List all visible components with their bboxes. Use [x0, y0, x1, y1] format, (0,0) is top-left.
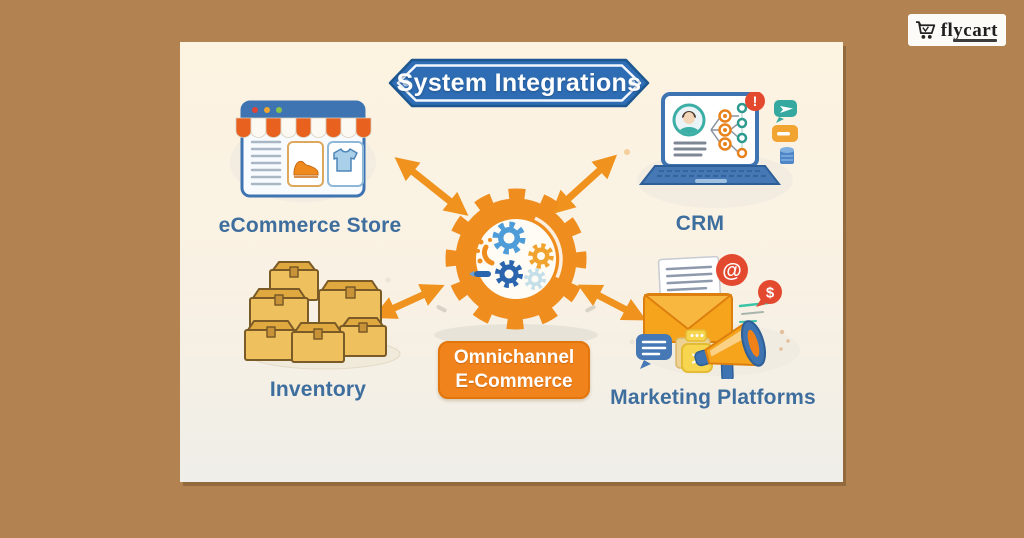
shopping-cart-icon	[915, 21, 936, 39]
omnichannel-label: Omnichannel E-Commerce	[438, 341, 590, 399]
ecommerce-store-node	[228, 98, 378, 208]
gears-icon	[434, 188, 598, 346]
ecommerce-store-label: eCommerce Store	[218, 214, 402, 237]
inner-gear-orange	[528, 243, 554, 269]
omnichannel-label-line2: E-Commerce	[455, 371, 573, 392]
banner-ribbon-shape	[388, 58, 650, 108]
email-megaphone-icon: @ $ >	[636, 254, 800, 383]
inner-gear-blue	[492, 221, 526, 255]
at-glyph: @	[722, 260, 742, 282]
chat-bubble-icon	[774, 100, 797, 123]
central-gear	[426, 169, 606, 349]
inventory-node	[242, 260, 407, 372]
crm-label: CRM	[675, 212, 725, 235]
marketing-node: @ $ >	[630, 254, 800, 383]
megaphone-icon	[694, 320, 767, 383]
database-icon	[780, 147, 794, 164]
crm-node: !	[635, 91, 800, 212]
marketing-label: Marketing Platforms	[610, 386, 816, 409]
banner-left-dot	[402, 79, 410, 87]
pencil-icon	[469, 271, 491, 277]
speech-bubble-icon	[636, 334, 672, 369]
inner-gear-darkblue	[495, 260, 523, 288]
dollar-glyph: $	[766, 285, 775, 302]
envelope-icon	[643, 293, 733, 343]
stacked-boxes-icon	[244, 261, 401, 370]
crm-flowchart	[710, 102, 748, 159]
alert-glyph: !	[753, 93, 758, 109]
omnichannel-label-line1: Omnichannel	[453, 347, 575, 369]
flycart-logo: flycart	[908, 14, 1006, 46]
page-title: System Integrations	[396, 68, 642, 97]
decor-dot	[624, 149, 630, 155]
message-bubble-icon	[772, 125, 798, 142]
alert-badge-icon	[745, 91, 765, 111]
store-awning	[235, 117, 372, 138]
inner-gear-paleblue	[524, 268, 546, 290]
swoosh-decor	[482, 244, 495, 266]
inventory-label: Inventory	[269, 378, 367, 401]
banner-right-dot	[628, 79, 636, 87]
logo-text: flycart	[940, 19, 998, 41]
dollar-bubble-icon: $	[756, 280, 782, 307]
title-banner: System Integrations	[378, 57, 660, 109]
logo-tagline-bar	[953, 39, 997, 42]
diagram-panel: System Integrations	[180, 42, 843, 482]
laptop-contacts-icon: !	[637, 91, 798, 208]
at-badge-icon	[716, 254, 748, 286]
storefront-browser-icon	[230, 100, 376, 202]
